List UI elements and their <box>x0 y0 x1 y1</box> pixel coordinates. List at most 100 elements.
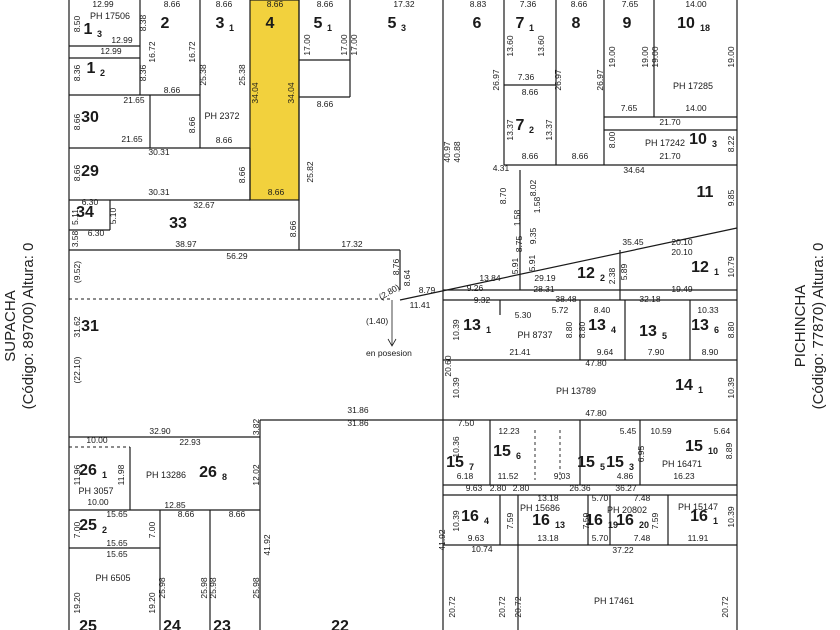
lot-number[interactable]: 16 <box>616 512 634 529</box>
lot-number[interactable]: 15 <box>606 454 624 471</box>
ph-label: PH 17242 <box>645 138 685 148</box>
dimension-label: 32.67 <box>193 200 215 210</box>
vertical-dimension-label: 1.58 <box>512 209 522 226</box>
dimension-label: 12.99 <box>92 0 114 9</box>
lot-number[interactable]: 9 <box>623 15 632 32</box>
lot-number[interactable]: 6 <box>473 15 482 32</box>
lot-number[interactable]: 13 <box>691 317 709 334</box>
lot-number[interactable]: 11 <box>697 184 714 201</box>
dimension-label: 13.84 <box>479 273 501 283</box>
lot-number[interactable]: 26 <box>79 462 97 479</box>
lot-number[interactable]: 31 <box>81 318 99 335</box>
dimension-label: 10.74 <box>471 544 493 554</box>
vertical-dimension-label: 25.98 <box>208 577 218 599</box>
dimension-label: 6.30 <box>82 197 99 207</box>
lot-subnumber: 1 <box>327 23 332 33</box>
vertical-dimension-label: 6.95 <box>636 445 646 462</box>
dimension-label: 8.66 <box>216 135 233 145</box>
lot-number[interactable]: 8 <box>572 15 581 32</box>
ph-label: PH 13286 <box>146 470 186 480</box>
vertical-dimension-label: 8.22 <box>726 135 736 152</box>
lot-number[interactable]: 5 <box>314 15 323 32</box>
lot-number[interactable]: 33 <box>169 215 187 232</box>
vertical-dimension-label: 34.04 <box>286 82 296 104</box>
dimension-label: 8.66 <box>164 85 181 95</box>
lot-number[interactable]: 10 <box>677 15 695 32</box>
lot-number[interactable]: 22 <box>331 618 349 630</box>
lot-number[interactable]: 15 <box>493 443 511 460</box>
highlighted-lot-4[interactable] <box>249 0 300 201</box>
dimension-label: 6.30 <box>88 228 105 238</box>
lot-number[interactable]: 1 <box>84 21 93 38</box>
vertical-dimension-label: 5.11 <box>70 209 80 225</box>
lot-number[interactable]: 5 <box>388 15 397 32</box>
lot-number[interactable]: 23 <box>213 618 231 630</box>
dimension-label: 38.48 <box>555 294 577 304</box>
lot-number[interactable]: 25 <box>79 618 97 630</box>
dimension-label: 36.27 <box>615 483 637 493</box>
vertical-dimension-label: 13.37 <box>505 119 515 141</box>
dimension-label: 56.29 <box>226 251 248 261</box>
vertical-dimension-label: 8.80 <box>577 321 587 338</box>
lot-number[interactable]: 13 <box>463 317 481 334</box>
lot-number[interactable]: 34 <box>76 204 94 221</box>
vertical-dimension-label: 8.36 <box>72 64 82 81</box>
dimension-label: 7.65 <box>622 0 639 9</box>
lot-number[interactable]: 15 <box>446 454 464 471</box>
vertical-dimension-label: 8.50 <box>72 15 82 32</box>
vertical-dimension-label: 5.89 <box>619 263 629 280</box>
vertical-dimension-label: 3.58 <box>70 230 80 247</box>
vertical-dimension-label: 8.66 <box>237 166 247 183</box>
lot-number[interactable]: 15 <box>577 454 595 471</box>
dimension-label: 8.66 <box>268 187 285 197</box>
lot-number[interactable]: 15 <box>685 438 703 455</box>
vertical-dimension-label: (22.10) <box>72 356 82 383</box>
lot-number[interactable]: 7 <box>516 117 525 134</box>
vertical-dimension-label: 8.80 <box>726 321 736 338</box>
lot-number[interactable]: 16 <box>585 512 603 529</box>
lot-number[interactable]: 16 <box>532 512 550 529</box>
lot-subnumber: 3 <box>712 139 717 149</box>
vertical-dimension-label: 20.72 <box>497 596 507 618</box>
dimension-label: 8.66 <box>229 509 246 519</box>
lot-subnumber: 20 <box>639 520 649 530</box>
lot-number[interactable]: 16 <box>690 508 708 525</box>
lot-number[interactable]: 12 <box>577 265 595 282</box>
ph-label: PH 17461 <box>594 596 634 606</box>
lot-number[interactable]: 16 <box>461 508 479 525</box>
vertical-dimension-label: 10.39 <box>451 319 461 341</box>
lot-number[interactable]: 3 <box>216 15 225 32</box>
vertical-dimension-label: 9.35 <box>528 227 538 244</box>
lot-number[interactable]: 26 <box>199 464 217 481</box>
vertical-dimension-label: 25.82 <box>305 161 315 183</box>
lot-number[interactable]: 24 <box>163 618 181 630</box>
lot-number[interactable]: 25 <box>79 517 97 534</box>
lot-number[interactable]: 14 <box>675 377 693 394</box>
parcel-lines <box>68 0 738 630</box>
vertical-dimension-label: 8.66 <box>288 220 298 237</box>
dimension-label: 6.18 <box>457 471 474 481</box>
dimension-label: 8.66 <box>317 0 334 9</box>
lot-subnumber: 2 <box>102 525 107 535</box>
lot-number[interactable]: 13 <box>639 323 657 340</box>
lot-number[interactable]: 2 <box>161 15 170 32</box>
ph-label: PH 8737 <box>517 330 552 340</box>
dimension-label: 8.83 <box>470 0 487 9</box>
lot-number[interactable]: 7 <box>516 15 525 32</box>
vertical-dimension-label: 26.97 <box>595 69 605 91</box>
lot-number[interactable]: 10 <box>689 131 707 148</box>
lot-number[interactable]: 30 <box>81 109 99 126</box>
lot-subnumber: 10 <box>708 446 718 456</box>
dimension-label: 15.65 <box>106 549 128 559</box>
dimension-label: 5.30 <box>515 310 532 320</box>
dimension-label: 8.66 <box>572 151 589 161</box>
lot-number[interactable]: 1 <box>87 60 96 77</box>
lot-number[interactable]: 4 <box>266 15 275 32</box>
lot-number[interactable]: 29 <box>81 163 99 180</box>
lot-number[interactable]: 12 <box>691 259 709 276</box>
lot-subnumber: 1 <box>102 470 107 480</box>
lot-number[interactable]: 13 <box>588 317 606 334</box>
